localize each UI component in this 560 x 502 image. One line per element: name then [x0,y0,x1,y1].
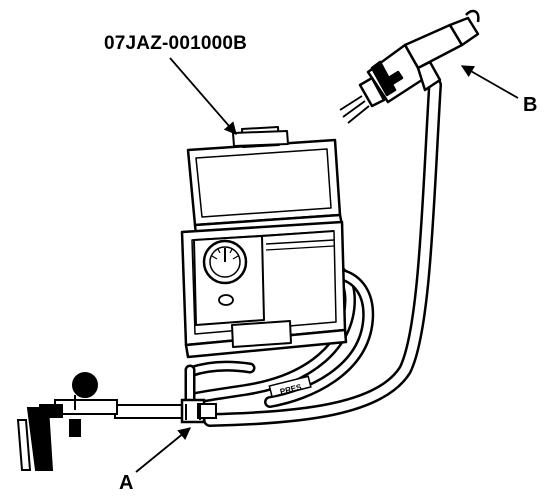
callout-a-label: A [119,472,134,494]
callout-b-label: B [523,94,538,116]
arrow-to-connector-b [460,65,519,99]
t-fitting-a [114,398,217,424]
part-number-label: 07JAZ-001000B [104,33,248,54]
arrow-to-tester-case [169,57,237,135]
arrow-to-fitting-a [135,427,191,473]
tester-case [180,126,348,359]
hand-vacuum-pump-icon [16,372,118,471]
long-hose [203,78,442,427]
pressure-gauge-icon [202,239,248,306]
connector-b-icon [339,9,480,124]
hose-marking-band [268,375,312,398]
leader-arrows [135,57,519,473]
